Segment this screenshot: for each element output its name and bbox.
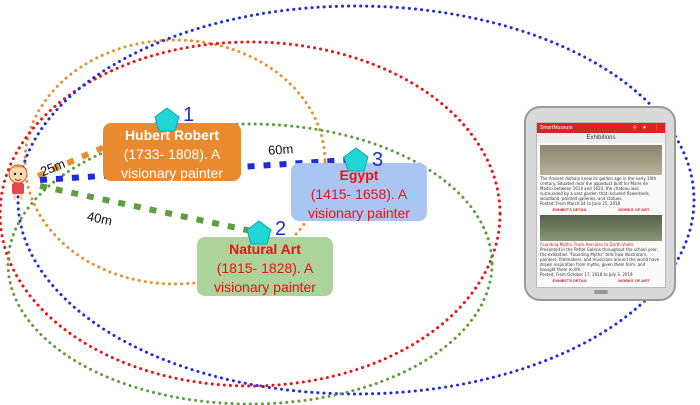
- exhibition-caption-2: Founding Myths: From Hercules to Darth V…: [540, 242, 634, 247]
- exhibition-text-1: The Ancient domain knew its golden age i…: [540, 176, 657, 201]
- poi-desc: visionary painter: [308, 205, 410, 221]
- exhibition-text-2: Presented in the Petite Galerie througho…: [540, 247, 660, 272]
- exhibit-detail-link[interactable]: EXHIBIT'S DETAIL: [552, 278, 588, 283]
- range-ellipse-red: [0, 40, 502, 388]
- poi-number-2: 2: [275, 218, 287, 240]
- poi-box-1[interactable]: Hubert Robert (1733- 1808). A visionary …: [103, 123, 241, 181]
- poi-title: Hubert Robert: [124, 127, 220, 143]
- range-ellipse-blue: [16, 4, 696, 396]
- path-to-poi-2: [39, 183, 257, 235]
- menu-icon[interactable]: ⋮: [654, 125, 659, 131]
- poi-title: Egypt: [339, 167, 379, 183]
- poi-dates: (1815- 1828). A: [216, 260, 314, 276]
- works-of-art-link[interactable]: WORKS OF ART: [618, 278, 650, 283]
- range-ellipse-green: [6, 122, 494, 405]
- poi-number-3: 3: [372, 149, 384, 171]
- poi-desc: visionary painter: [121, 165, 223, 181]
- works-of-art-link[interactable]: WORKS OF ART: [618, 207, 650, 212]
- poi-desc: visionary painter: [214, 279, 316, 295]
- distance-label-3: 60m: [267, 141, 294, 158]
- home-button[interactable]: [594, 290, 608, 294]
- app-bar: SmartMuseum ⚲ ♥ ⋮: [537, 123, 665, 133]
- search-icon[interactable]: ⚲: [633, 125, 637, 131]
- poi-dates: (1415- 1658). A: [310, 186, 408, 202]
- exhibition-actions-1: EXHIBIT'S DETAIL WORKS OF ART: [537, 206, 665, 213]
- phone-screen: SmartMuseum ⚲ ♥ ⋮ Exhibitions The Ancien…: [536, 122, 666, 288]
- app-name: SmartMuseum: [540, 125, 573, 131]
- exhibition-date-1: Posted: From March 24 to June 25, 2018: [540, 201, 621, 206]
- user-avatar: [8, 164, 28, 200]
- phone-mockup: SmartMuseum ⚲ ♥ ⋮ Exhibitions The Ancien…: [524, 106, 676, 301]
- exhibition-date-2: Posted: From October 17, 2018 to July 3,…: [540, 272, 633, 277]
- exhibition-image-1[interactable]: [540, 145, 662, 175]
- exhibit-detail-link[interactable]: EXHIBIT'S DETAIL: [552, 207, 588, 212]
- exhibition-actions-2: EXHIBIT'S DETAIL WORKS OF ART: [537, 277, 665, 284]
- poi-box-3[interactable]: Egypt (1415- 1658). A visionary painter: [291, 163, 427, 221]
- exhibition-image-2[interactable]: [540, 215, 662, 241]
- screen-header: Exhibitions: [537, 133, 665, 143]
- poi-title: Natural Art: [229, 241, 301, 257]
- heart-icon[interactable]: ♥: [643, 125, 646, 131]
- poi-number-1: 1: [183, 104, 195, 126]
- poi-box-2[interactable]: Natural Art (1815- 1828). A visionary pa…: [197, 237, 333, 296]
- poi-dates: (1733- 1808). A: [123, 146, 221, 162]
